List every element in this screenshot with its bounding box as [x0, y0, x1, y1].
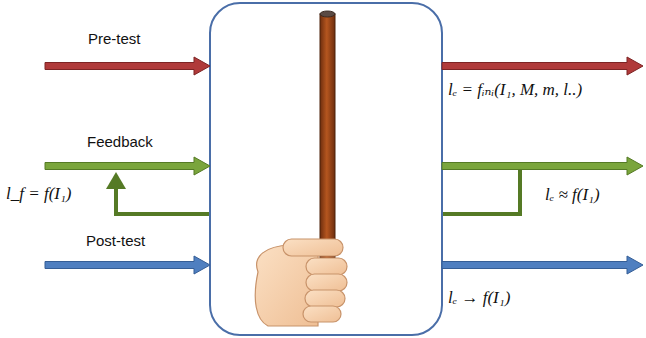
- finger: [306, 258, 347, 275]
- formula: lₑ → f(I₁): [448, 288, 510, 308]
- pre-test-arrow: [45, 57, 210, 75]
- formula: l_f = f(I₁): [6, 184, 72, 204]
- input-label: Pre-test: [88, 30, 141, 48]
- input-label: Post-test: [86, 232, 145, 250]
- finger: [305, 290, 345, 307]
- system-box: [210, 3, 442, 335]
- feedback-arrow: [45, 157, 210, 175]
- finger: [303, 306, 341, 322]
- formula: lₑ ≈ f(I₁): [545, 185, 600, 205]
- formula: lₑ = fᵢₙᵢ(I₁, M, m, l..): [448, 80, 582, 100]
- rod-top: [320, 11, 335, 17]
- post-test-output-arrow: [442, 256, 643, 274]
- input-label: Feedback: [87, 133, 153, 151]
- pre-test-output-arrow: [442, 57, 643, 75]
- post-test-arrow: [45, 256, 210, 274]
- feedback-output-arrow: [442, 157, 643, 175]
- feedback-arrowhead: [106, 172, 126, 189]
- thumb: [283, 239, 343, 256]
- finger: [306, 274, 347, 291]
